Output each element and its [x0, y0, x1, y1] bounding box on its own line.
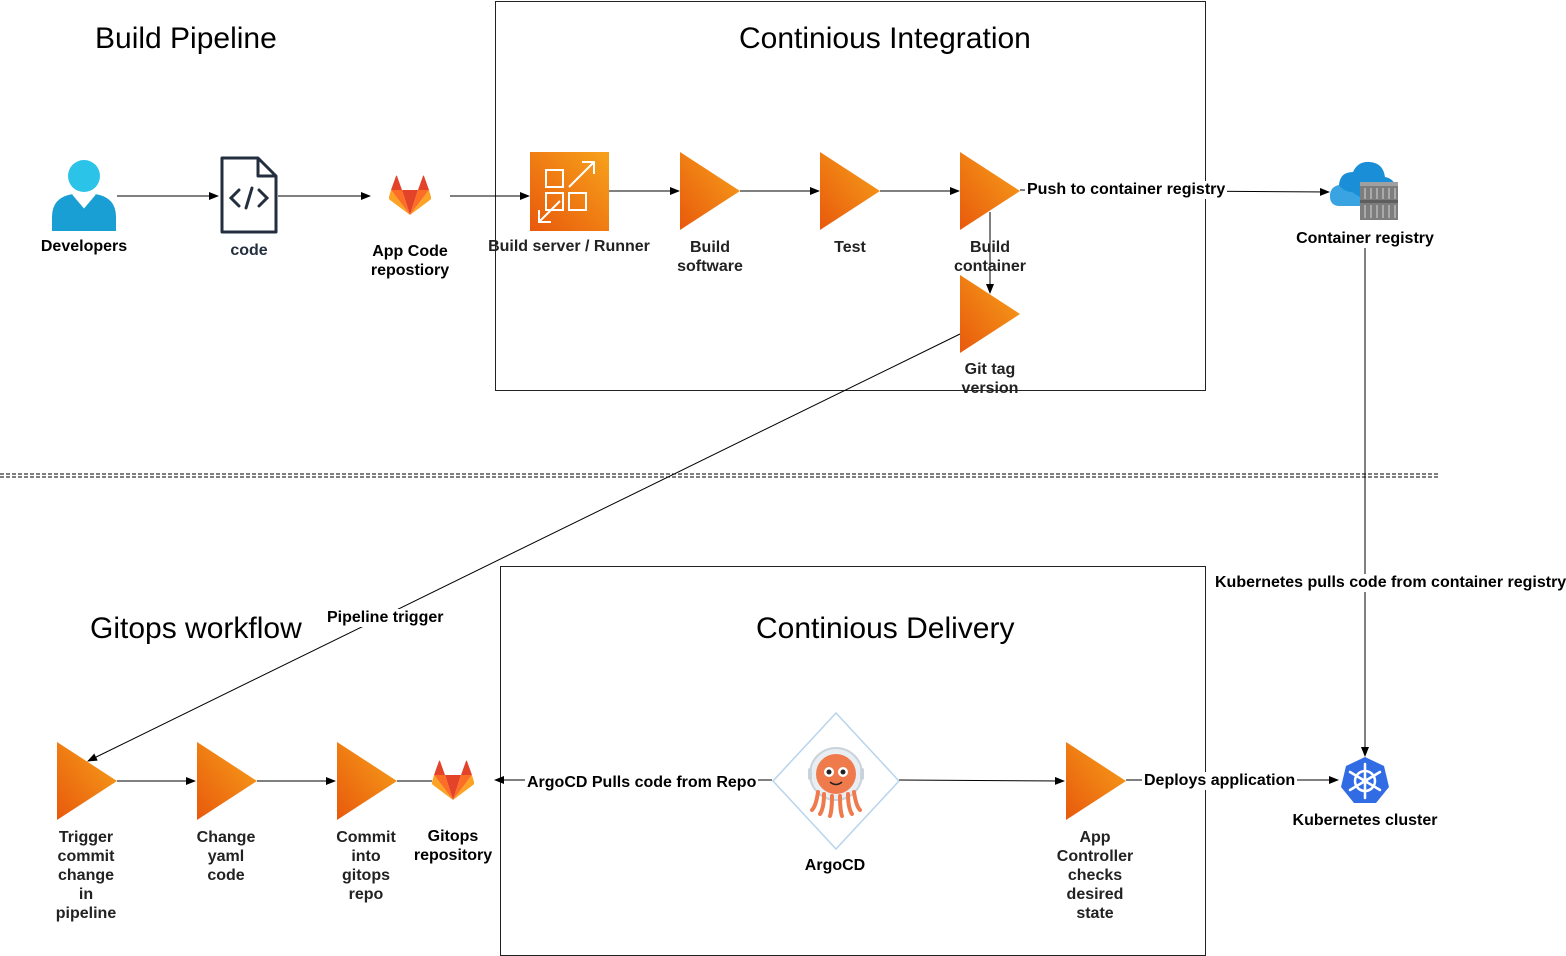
edge-label-argocd-pulls: ArgoCD Pulls code from Repo: [525, 774, 759, 792]
edge-gittag-trigger: [87, 333, 961, 762]
pipeline-stage-icon: [197, 742, 257, 820]
section-title-ci: Continious Integration: [739, 22, 1031, 55]
node-label-argocd: ArgoCD: [804, 857, 866, 874]
edge-argocd-controller: [898, 776, 1065, 785]
pipeline-stage-icon: [960, 152, 1020, 230]
node-label-build-software: Build software: [677, 239, 743, 275]
node-label-build-server: Build server / Runner: [488, 238, 650, 255]
node-label-change-yaml: Change yaml code: [196, 829, 256, 884]
build-runner-icon: [530, 152, 609, 231]
section-title-cd: Continious Delivery: [756, 612, 1015, 645]
user-icon: [52, 160, 116, 231]
edge-label-push-registry: Push to container registry: [1025, 181, 1228, 199]
pipeline-stage-icon: [960, 275, 1020, 353]
edge-label-pipeline-trigger: Pipeline trigger: [325, 609, 446, 627]
pipeline-stage-icon: [680, 152, 740, 230]
pipeline-stage-icon: [820, 152, 880, 230]
gitlab-icon: [389, 175, 431, 215]
edge-label-deploys: Deploys application: [1142, 772, 1298, 790]
pipeline-stage-icon: [1066, 742, 1126, 820]
argocd-icon: [772, 712, 900, 850]
node-label-build-container: Build container: [953, 239, 1027, 275]
node-label-app-repo: App Code repostiory: [370, 243, 450, 279]
node-label-git-tag: Git tag version: [961, 361, 1019, 397]
node-label-trigger-commit: Trigger commit change in pipeline: [55, 829, 117, 922]
kubernetes-icon: [1341, 757, 1389, 803]
node-label-gitops-repo: Gitops repository: [413, 828, 493, 864]
node-label-commit-gitops: Commit into gitops repo: [336, 829, 396, 903]
code-file-icon: [220, 156, 278, 234]
node-label-developers: Developers: [40, 238, 128, 255]
node-label-code: code: [230, 242, 268, 259]
node-label-app-controller: App Controller checks desired state: [1056, 829, 1134, 922]
edge-label-k8s-pulls: Kubernetes pulls code from container reg…: [1213, 574, 1566, 592]
node-label-k8s-cluster: Kubernetes cluster: [1292, 812, 1438, 829]
node-label-test: Test: [834, 239, 866, 256]
container-registry-icon: [1330, 161, 1398, 220]
node-label-container-registry: Container registry: [1296, 230, 1434, 247]
pipeline-stage-icon: [337, 742, 397, 820]
section-title-gitops: Gitops workflow: [90, 612, 302, 645]
gitlab-icon: [432, 760, 474, 800]
pipeline-stage-icon: [57, 742, 117, 820]
section-title-build-pipeline: Build Pipeline: [95, 22, 277, 55]
